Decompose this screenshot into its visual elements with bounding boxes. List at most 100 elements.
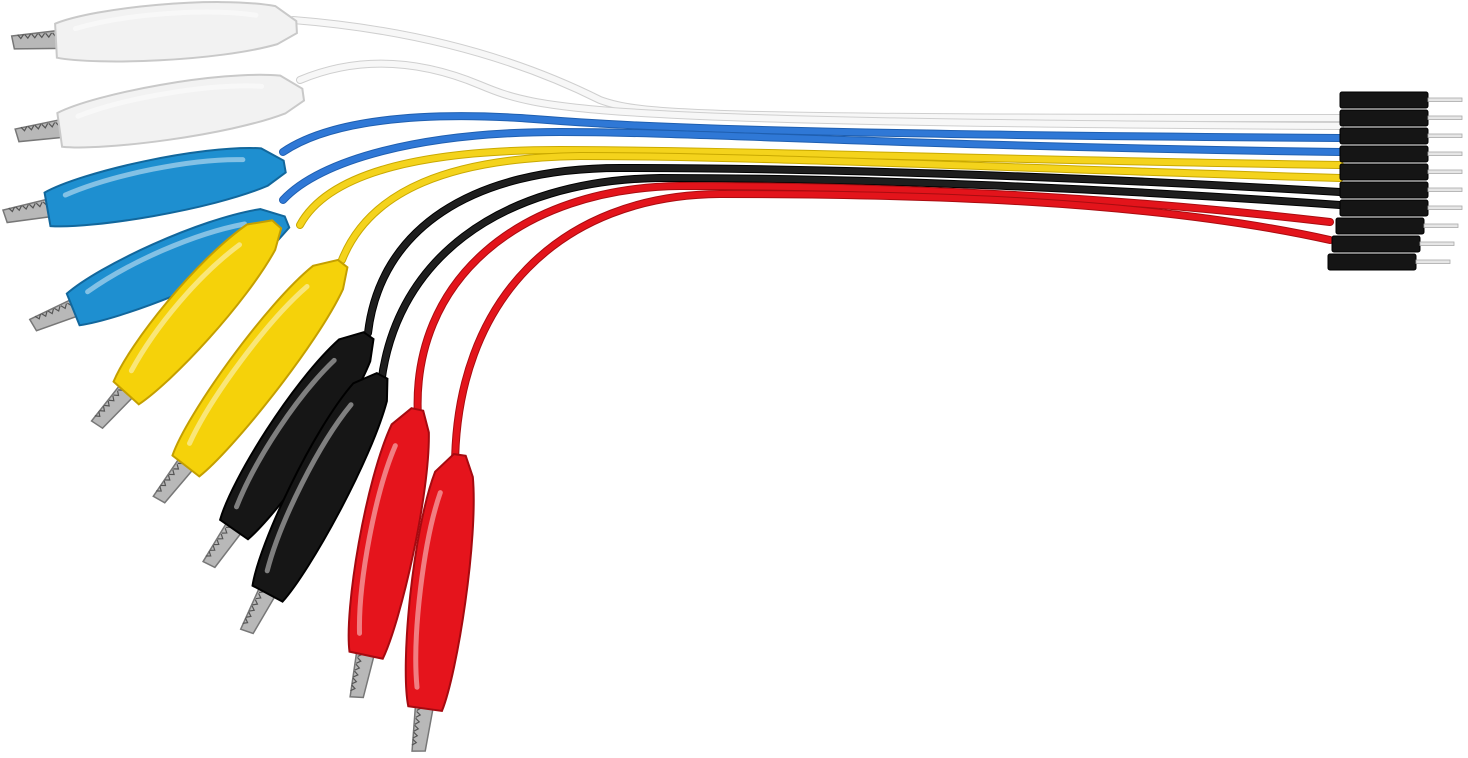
sleeve-highlight: [357, 443, 398, 636]
jaw-tooth: [169, 469, 175, 476]
sleeve-highlight: [234, 357, 337, 510]
jaw-tooth: [41, 311, 48, 318]
jaw-tooth: [99, 406, 106, 412]
sleeve-highlight: [128, 242, 242, 374]
jaw-tooth: [414, 717, 421, 725]
pin-header-housing: [1331, 235, 1421, 253]
jaw-tooth: [221, 528, 228, 534]
wire-red: [414, 182, 1333, 421]
jaw-tooth: [412, 731, 419, 739]
pin-header-housing: [1339, 127, 1429, 145]
jaw-tooth: [45, 32, 53, 39]
jaw-tooth: [217, 533, 224, 540]
alligator-clip-red: [404, 453, 475, 752]
jaw-tooth: [213, 539, 220, 546]
wire-yellow: [339, 152, 1343, 263]
jaw-tooth: [20, 126, 28, 132]
pin-header-layer: [1327, 91, 1463, 271]
jaw-tooth: [249, 605, 256, 612]
pin-header-housing: [1327, 253, 1417, 271]
jaw-tooth: [35, 201, 43, 208]
jaw-tooth: [8, 206, 16, 213]
pin-header-housing: [1335, 217, 1425, 235]
jaw-tooth: [413, 724, 420, 732]
jaw-tooth: [160, 480, 167, 487]
clip-sleeve: [251, 372, 389, 603]
clip-sleeve: [171, 258, 349, 478]
alligator-clip-white: [10, 1, 298, 63]
wire-white: [297, 60, 1343, 129]
alligator-clip-black: [239, 372, 389, 635]
pin-header-housing: [1339, 163, 1429, 181]
header-pin: [1427, 133, 1463, 138]
jaw-tooth: [104, 400, 110, 407]
jaw-tooth: [252, 599, 259, 606]
jaw-tooth: [353, 670, 359, 678]
clip-sleeve: [112, 219, 283, 406]
sleeve-highlight: [75, 83, 265, 119]
wire-red: [452, 190, 1333, 471]
sleeve-highlight: [413, 490, 443, 690]
clip-sleeve: [43, 147, 287, 228]
pin-header-housing: [1339, 199, 1429, 217]
jaw-tooth: [205, 550, 212, 557]
jaw-tooth: [156, 486, 162, 492]
alligator-clip-white: [14, 73, 306, 149]
clip-sleeve: [404, 453, 475, 713]
jaw-tooth: [24, 33, 32, 40]
jaw-tooth: [245, 611, 252, 618]
sleeve-highlight: [187, 283, 310, 446]
pin-header-housing: [1339, 181, 1429, 199]
alligator-clip-yellow: [90, 219, 283, 430]
jaw-tooth: [27, 125, 35, 131]
jaw-tooth: [209, 545, 216, 551]
header-pin: [1427, 115, 1463, 120]
pin-header-housing: [1339, 91, 1429, 109]
alligator-clip-red: [347, 407, 430, 699]
header-pin: [1427, 187, 1463, 192]
pin-header-housing: [1339, 145, 1429, 163]
clip-sleeve: [347, 407, 430, 660]
jaw-tooth: [415, 710, 422, 718]
header-pin: [1419, 241, 1455, 246]
jaw-tooth: [22, 204, 29, 211]
jaw-tooth: [15, 205, 23, 212]
header-pin: [1415, 259, 1451, 264]
jaw-tooth: [255, 593, 262, 600]
wire-blue: [280, 128, 1343, 203]
jaw-tooth: [113, 390, 120, 397]
wire-black: [365, 164, 1343, 336]
header-pin: [1427, 97, 1463, 102]
sleeve-highlight: [72, 9, 259, 32]
wire-yellow: [297, 146, 1343, 228]
clip-sleeve: [54, 1, 298, 63]
alligator-clip-blue: [1, 147, 287, 228]
jaw-tooth: [28, 203, 36, 209]
header-pin: [1423, 223, 1459, 228]
jaw-tooth: [48, 122, 56, 128]
jaw-tooth: [94, 411, 101, 417]
jaw-tooth: [355, 657, 362, 664]
wire-blue: [280, 113, 1343, 155]
header-pin: [1427, 205, 1463, 210]
sleeve-highlight: [264, 402, 354, 574]
header-pin: [1427, 169, 1463, 174]
jaw-tooth: [164, 475, 171, 481]
jaw-tooth: [31, 33, 39, 39]
wires-layer: [279, 16, 1344, 472]
jaw-tooth: [60, 303, 68, 310]
jaw-tooth: [173, 464, 180, 470]
jaw-tooth: [34, 313, 42, 320]
sleeve-highlight: [85, 221, 248, 295]
alligator-clip-yellow: [152, 258, 349, 504]
jaw-tooth: [34, 124, 42, 130]
alligator-clips-layer: [1, 1, 475, 752]
jaw-tooth: [411, 738, 418, 746]
pin-header-housing: [1339, 109, 1429, 127]
jaw-tooth: [354, 663, 361, 671]
sleeve-highlight: [62, 157, 246, 198]
jaw-tooth: [17, 34, 25, 40]
header-pin: [1427, 151, 1463, 156]
jaw-tooth: [350, 684, 356, 692]
